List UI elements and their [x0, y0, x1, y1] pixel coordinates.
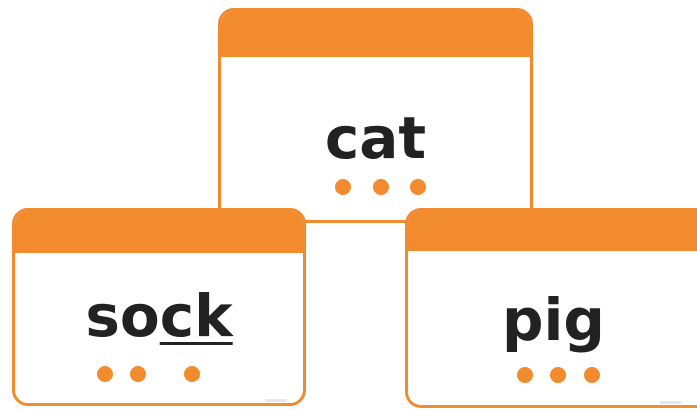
- word-text-digraph: ck: [159, 282, 233, 350]
- word-card-pig: pig: [405, 208, 697, 408]
- word-text-plain: so: [85, 282, 160, 350]
- phoneme-dot: [184, 366, 200, 382]
- word-card-sock: sock: [12, 208, 306, 406]
- card-header: [408, 211, 697, 251]
- word-card-cat: cat: [218, 8, 533, 223]
- word-text: pig: [502, 286, 605, 354]
- card-word: cat: [221, 109, 530, 167]
- phoneme-dot: [517, 367, 533, 383]
- card-header: [221, 11, 530, 57]
- footer-mark: [660, 401, 682, 404]
- phoneme-dot: [550, 367, 566, 383]
- phoneme-dot: [130, 366, 146, 382]
- card-header: [15, 211, 303, 253]
- phoneme-dot: [335, 179, 351, 195]
- phoneme-dot: [584, 367, 600, 383]
- card-word: pig: [408, 291, 697, 349]
- phoneme-dot: [373, 179, 389, 195]
- phoneme-dot: [97, 366, 113, 382]
- phoneme-dot: [410, 179, 426, 195]
- card-word: sock: [15, 287, 303, 345]
- footer-mark: [265, 399, 287, 402]
- word-text: cat: [324, 104, 427, 172]
